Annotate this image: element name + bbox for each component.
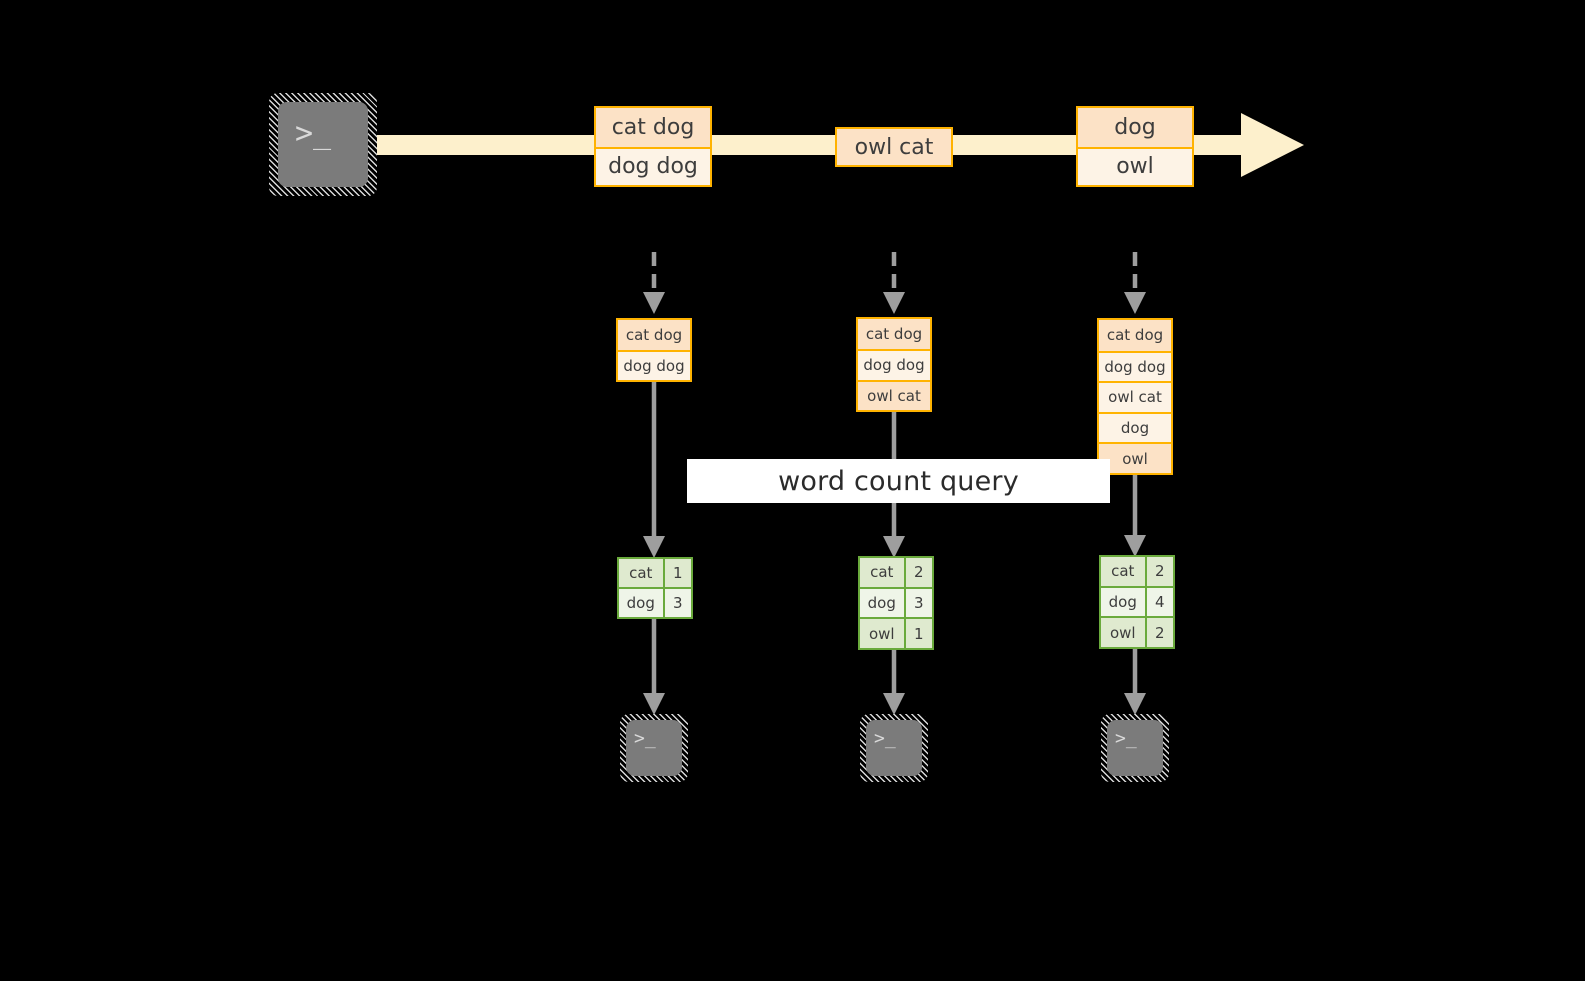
state-line: dog dog xyxy=(858,349,930,380)
state-to-result-connector-1 xyxy=(643,382,665,558)
table-row: dog 4 xyxy=(1101,585,1173,617)
state-to-result-connector-3 xyxy=(1124,475,1146,557)
dashed-connector-3 xyxy=(1124,252,1146,314)
state-box-t3[interactable]: cat dog dog dog owl cat dog owl xyxy=(1097,318,1173,475)
terminal-prompt-glyph: >_ xyxy=(874,728,896,749)
stream-record-3[interactable]: dog owl xyxy=(1076,106,1194,187)
table-cell-word: cat xyxy=(860,558,904,587)
query-label-banner: word count query xyxy=(687,459,1110,503)
table-row: cat 2 xyxy=(1101,557,1173,586)
table-cell-word: dog xyxy=(619,589,663,617)
result-to-sink-connector-3 xyxy=(1124,649,1146,715)
result-table-t3[interactable]: cat 2 dog 4 owl 2 xyxy=(1099,555,1175,649)
source-terminal[interactable]: >_ xyxy=(269,93,377,196)
table-cell-count: 4 xyxy=(1144,587,1173,617)
terminal-face xyxy=(866,720,922,776)
sink-terminal-t3[interactable]: >_ xyxy=(1101,714,1169,782)
table-row: dog 3 xyxy=(860,586,932,618)
table-cell-count: 2 xyxy=(1144,557,1173,586)
state-line: cat dog xyxy=(1099,320,1171,351)
stream-record-line: owl xyxy=(1078,146,1192,185)
table-cell-word: owl xyxy=(1101,618,1145,648)
table-row: owl 2 xyxy=(1101,616,1173,648)
stream-record-line: dog xyxy=(1078,108,1192,147)
result-table-t2[interactable]: cat 2 dog 3 owl 1 xyxy=(858,556,934,650)
state-line: cat dog xyxy=(618,320,690,350)
terminal-prompt-glyph: >_ xyxy=(1115,728,1137,749)
dashed-connector-1 xyxy=(643,252,665,314)
table-cell-word: owl xyxy=(860,619,904,649)
table-row: cat 1 xyxy=(619,559,691,587)
table-cell-count: 1 xyxy=(903,619,932,649)
state-line: cat dog xyxy=(858,319,930,350)
result-to-sink-connector-2 xyxy=(883,650,905,715)
state-line: dog dog xyxy=(1099,350,1171,382)
sink-terminal-t1[interactable]: >_ xyxy=(620,714,688,782)
table-cell-count: 3 xyxy=(903,588,932,618)
state-line: owl cat xyxy=(858,379,930,410)
stream-record-1[interactable]: cat dog dog dog xyxy=(594,106,712,187)
table-cell-word: dog xyxy=(860,588,904,618)
table-cell-word: cat xyxy=(1101,557,1145,586)
stream-record-line: cat dog xyxy=(596,108,710,147)
terminal-face xyxy=(278,102,368,187)
terminal-face xyxy=(1107,720,1163,776)
sink-terminal-t2[interactable]: >_ xyxy=(860,714,928,782)
terminal-face xyxy=(626,720,682,776)
table-cell-word: cat xyxy=(619,559,663,587)
table-cell-count: 1 xyxy=(662,559,691,587)
state-box-t1[interactable]: cat dog dog dog xyxy=(616,318,692,382)
stream-record-line: owl cat xyxy=(837,129,951,165)
table-row: cat 2 xyxy=(860,558,932,587)
terminal-prompt-glyph: >_ xyxy=(634,728,656,749)
result-table-t1[interactable]: cat 1 dog 3 xyxy=(617,557,693,619)
stream-record-line: dog dog xyxy=(596,146,710,185)
state-line: dog xyxy=(1099,411,1171,443)
state-box-t2[interactable]: cat dog dog dog owl cat xyxy=(856,317,932,412)
table-row: dog 3 xyxy=(619,587,691,617)
state-line: dog dog xyxy=(618,350,690,380)
state-line: owl xyxy=(1099,442,1171,473)
table-cell-word: dog xyxy=(1101,587,1145,617)
terminal-prompt-glyph: >_ xyxy=(295,116,332,151)
dashed-connector-2 xyxy=(883,252,905,314)
table-cell-count: 2 xyxy=(903,558,932,587)
state-line: owl cat xyxy=(1099,381,1171,412)
stream-record-2[interactable]: owl cat xyxy=(835,127,953,167)
result-to-sink-connector-1 xyxy=(643,619,665,715)
table-cell-count: 2 xyxy=(1144,618,1173,648)
table-row: owl 1 xyxy=(860,617,932,649)
table-cell-count: 3 xyxy=(662,589,691,617)
